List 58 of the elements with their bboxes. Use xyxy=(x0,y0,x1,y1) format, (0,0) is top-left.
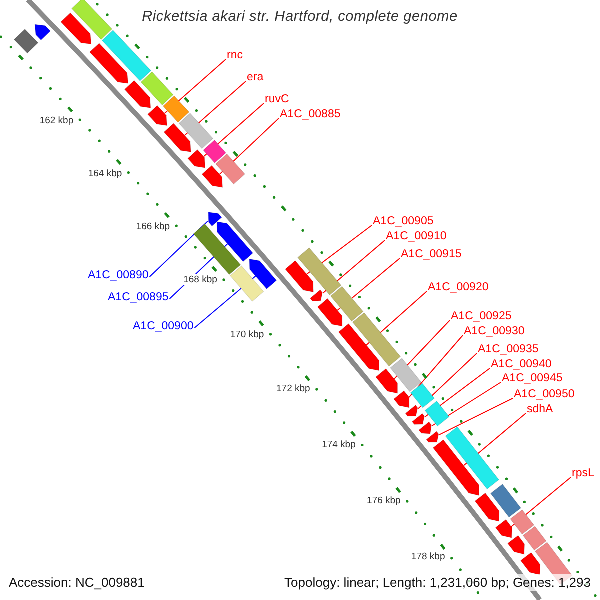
gene-label: rpsL xyxy=(572,468,594,480)
leader-line xyxy=(203,103,264,158)
gene-label: A1C_00905 xyxy=(373,216,434,228)
gene-block xyxy=(124,80,152,108)
position-label: 166 kbp xyxy=(135,221,172,232)
gene-block xyxy=(202,165,224,188)
gene-label: ruvC xyxy=(265,94,290,106)
leader-line xyxy=(439,398,514,436)
gene-block xyxy=(432,440,480,496)
gene-label: A1C_00925 xyxy=(451,310,512,324)
gene-label: A1C_00890 xyxy=(88,270,149,282)
gene-label: A1C_00895 xyxy=(108,292,169,304)
gene-block xyxy=(507,535,525,555)
gene-block xyxy=(147,105,168,126)
gene-label: A1C_00950 xyxy=(514,388,575,402)
gene-label: A1C_00940 xyxy=(491,358,552,372)
gene-block xyxy=(34,24,51,41)
gene-block xyxy=(495,519,512,538)
gene-block xyxy=(418,422,432,434)
gene-label: rnc xyxy=(227,50,243,62)
gene-block xyxy=(474,492,500,522)
position-label: 170 kbp xyxy=(229,329,266,340)
gene-label: A1C_00935 xyxy=(478,344,539,356)
leader-line xyxy=(408,335,464,398)
gene-label: sdhA xyxy=(527,404,554,416)
position-label: 178 kbp xyxy=(410,552,446,563)
gene-label: A1C_00910 xyxy=(386,230,447,244)
gene-label: A1C_00900 xyxy=(133,320,194,334)
gene-block xyxy=(285,260,314,293)
gene-block xyxy=(60,12,92,45)
gene-block xyxy=(405,404,418,417)
gene-label: A1C_00915 xyxy=(401,248,462,262)
gene-block xyxy=(188,149,206,168)
position-label: 176 kbp xyxy=(366,495,402,506)
gene-block xyxy=(338,323,380,372)
title: Rickettsia akari str. Hartford, complete genome xyxy=(142,9,458,25)
gene-block xyxy=(249,258,278,290)
position-label: 174 kbp xyxy=(321,439,357,450)
position-label: 162 kbp xyxy=(38,116,75,127)
gene-block xyxy=(310,290,323,302)
position-label: 168 kbp xyxy=(182,274,218,286)
gene-block xyxy=(426,431,440,443)
gene-label: A1C_00885 xyxy=(280,108,341,122)
position-label: 164 kbp xyxy=(87,168,124,180)
gene-block xyxy=(376,368,398,394)
gene-block xyxy=(208,212,222,227)
gene-block xyxy=(89,43,129,84)
gene-label: A1C_00920 xyxy=(428,282,489,294)
gene-label: A1C_00930 xyxy=(464,326,525,338)
gene-label: era xyxy=(247,72,264,84)
gene-block xyxy=(520,552,541,576)
gene-label: A1C_00945 xyxy=(502,372,563,386)
gene-block xyxy=(216,222,254,262)
gene-block xyxy=(317,298,343,327)
gene-block xyxy=(412,413,426,425)
gene-block xyxy=(164,123,192,152)
genome-summary: Topology: linear; Length: 1,231,060 bp; Genes: 1,293 xyxy=(284,574,591,591)
position-label: 172 kbp xyxy=(276,384,312,395)
